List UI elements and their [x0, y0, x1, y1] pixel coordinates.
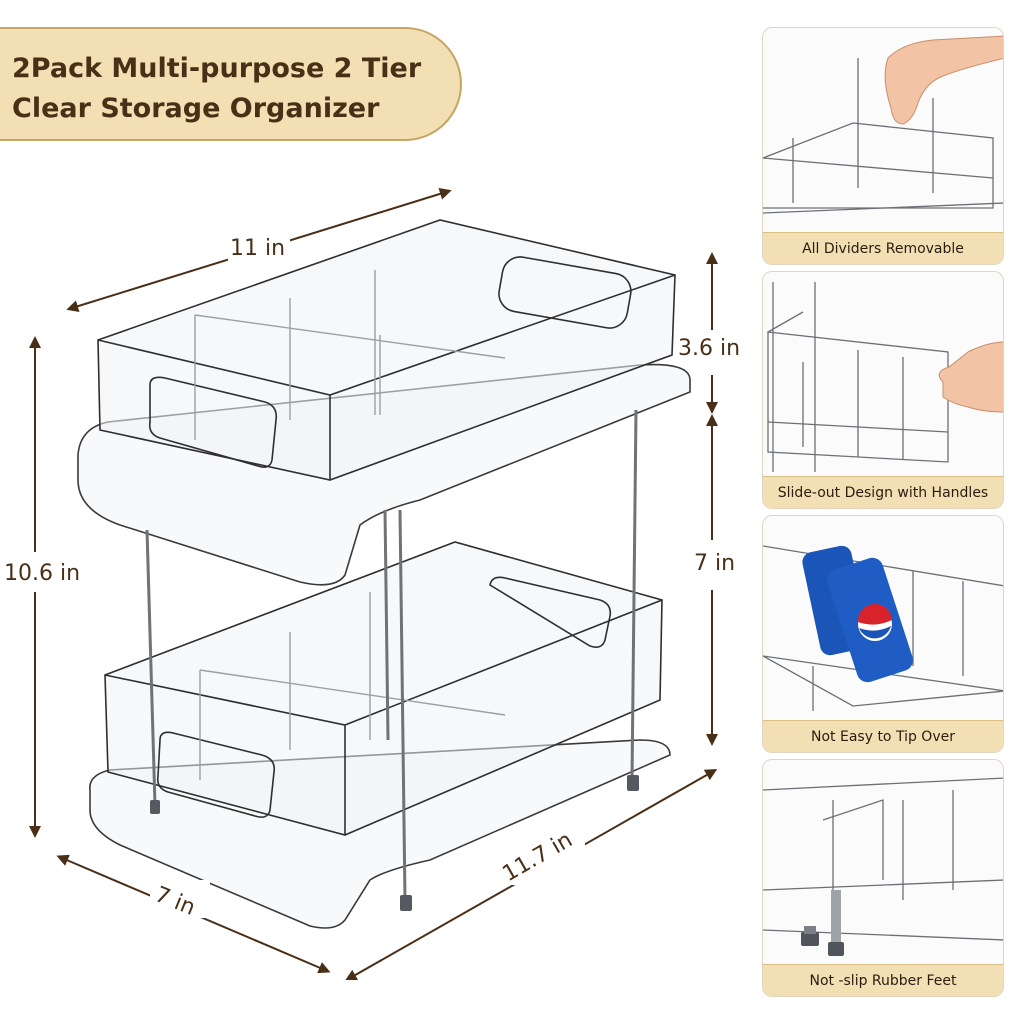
lower-dividers: [199, 592, 506, 780]
feature-panel-dividers: All Dividers Removable: [762, 27, 1004, 265]
title-line-2: Clear Storage Organizer: [12, 93, 380, 124]
feature-caption-1: All Dividers Removable: [763, 232, 1003, 264]
feature-caption-2: Slide-out Design with Handles: [763, 476, 1003, 508]
feature-caption-3: Not Easy to Tip Over: [763, 720, 1003, 752]
title-line-1: 2Pack Multi-purpose 2 Tier: [12, 53, 422, 84]
rubber-foot-icon: [763, 777, 1003, 956]
title-banner: 2Pack Multi-purpose 2 Tier Clear Storage…: [0, 27, 462, 141]
bin-height-label: 3.6 in: [678, 336, 740, 361]
hand-pulling-drawer-icon: [767, 282, 1003, 472]
feature-caption-4: Not -slip Rubber Feet: [763, 964, 1003, 996]
height-total-label: 10.6 in: [4, 561, 80, 586]
tier-gap-label: 7 in: [694, 551, 735, 576]
product-illustration: 11 in 10.6 in 3.6 in 7 in 7 in 11.7 in: [0, 188, 740, 980]
feature-panel-stable: Not Easy to Tip Over: [762, 515, 1004, 753]
hand-lifting-divider-icon: [763, 35, 1003, 214]
width-top-label: 11 in: [230, 236, 285, 261]
lower-bin: [104, 541, 663, 836]
feature-panel-slide-out: Slide-out Design with Handles: [762, 271, 1004, 509]
feature-panel-rubber-feet: Not -slip Rubber Feet: [762, 759, 1004, 997]
upper-bin: [97, 219, 676, 481]
upper-dividers: [194, 270, 506, 440]
soda-cans-icon: [763, 545, 1003, 711]
